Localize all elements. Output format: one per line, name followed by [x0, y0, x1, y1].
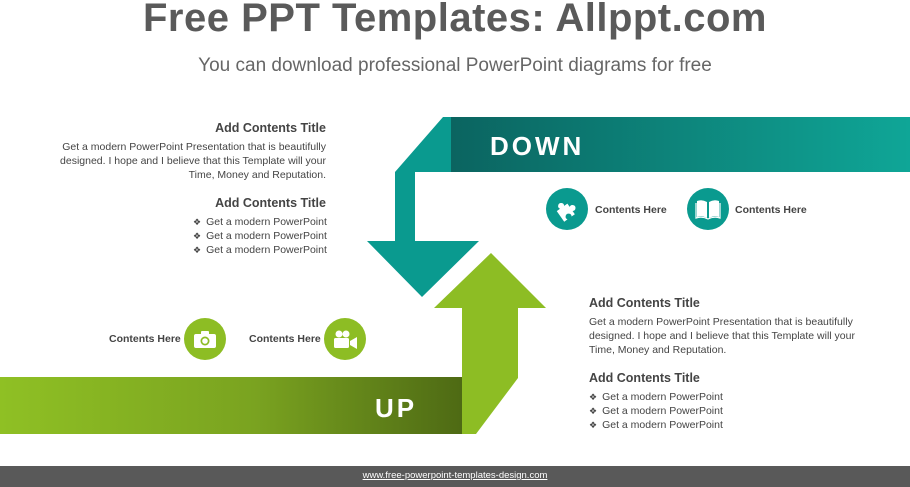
bullet-item: Get a modern PowerPoint — [589, 418, 723, 432]
body-line: Time, Money and Reputation. — [589, 344, 727, 356]
up-label: UP — [375, 393, 418, 423]
footer-bar — [0, 466, 910, 487]
body-line: Get a modern PowerPoint Presentation tha… — [62, 141, 326, 153]
bottom-right-bullets: Get a modern PowerPoint Get a modern Pow… — [589, 390, 723, 432]
video-camera-icon — [324, 318, 366, 360]
bottom-right-block-2: Add Contents Title — [589, 371, 700, 385]
book-icon — [687, 188, 729, 230]
block-body: Get a modern PowerPoint Presentation tha… — [40, 140, 326, 182]
bottom-right-block-1: Add Contents Title Get a modern PowerPoi… — [589, 296, 889, 357]
body-line: Get a modern PowerPoint Presentation tha… — [589, 316, 853, 328]
video-label: Contents Here — [249, 333, 321, 345]
page-title: Free PPT Templates: Allppt.com — [142, 0, 767, 40]
up-band — [0, 377, 462, 434]
camera-icon — [184, 318, 226, 360]
down-band — [451, 117, 910, 172]
camera-label: Contents Here — [109, 333, 181, 345]
bullet-item: Get a modern PowerPoint — [193, 229, 327, 243]
book-label: Contents Here — [735, 204, 807, 216]
top-left-block-2: Add Contents Title — [180, 196, 326, 210]
block-title: Add Contents Title — [215, 196, 326, 210]
block-title: Add Contents Title — [589, 371, 700, 385]
body-line: Time, Money and Reputation. — [188, 169, 326, 181]
block-title: Add Contents Title — [215, 121, 326, 135]
down-label: DOWN — [490, 131, 585, 161]
bullet-item: Get a modern PowerPoint — [589, 390, 723, 404]
top-left-bullets: Get a modern PowerPoint Get a modern Pow… — [193, 215, 327, 257]
page-subtitle: You can download professional PowerPoint… — [198, 55, 712, 76]
block-body: Get a modern PowerPoint Presentation tha… — [589, 315, 889, 357]
block-title: Add Contents Title — [589, 296, 700, 310]
bullet-item: Get a modern PowerPoint — [589, 404, 723, 418]
body-line: designed. I hope and I believe that this… — [60, 155, 326, 167]
puzzle-icon — [546, 188, 588, 230]
footer-link[interactable]: www.free-powerpoint-templates-design.com — [362, 470, 548, 481]
bullet-item: Get a modern PowerPoint — [193, 215, 327, 229]
body-line: designed. I hope and I believe that this… — [589, 330, 855, 342]
bullet-item: Get a modern PowerPoint — [193, 243, 327, 257]
puzzle-label: Contents Here — [595, 204, 667, 216]
top-left-block-1: Add Contents Title Get a modern PowerPoi… — [40, 121, 326, 182]
